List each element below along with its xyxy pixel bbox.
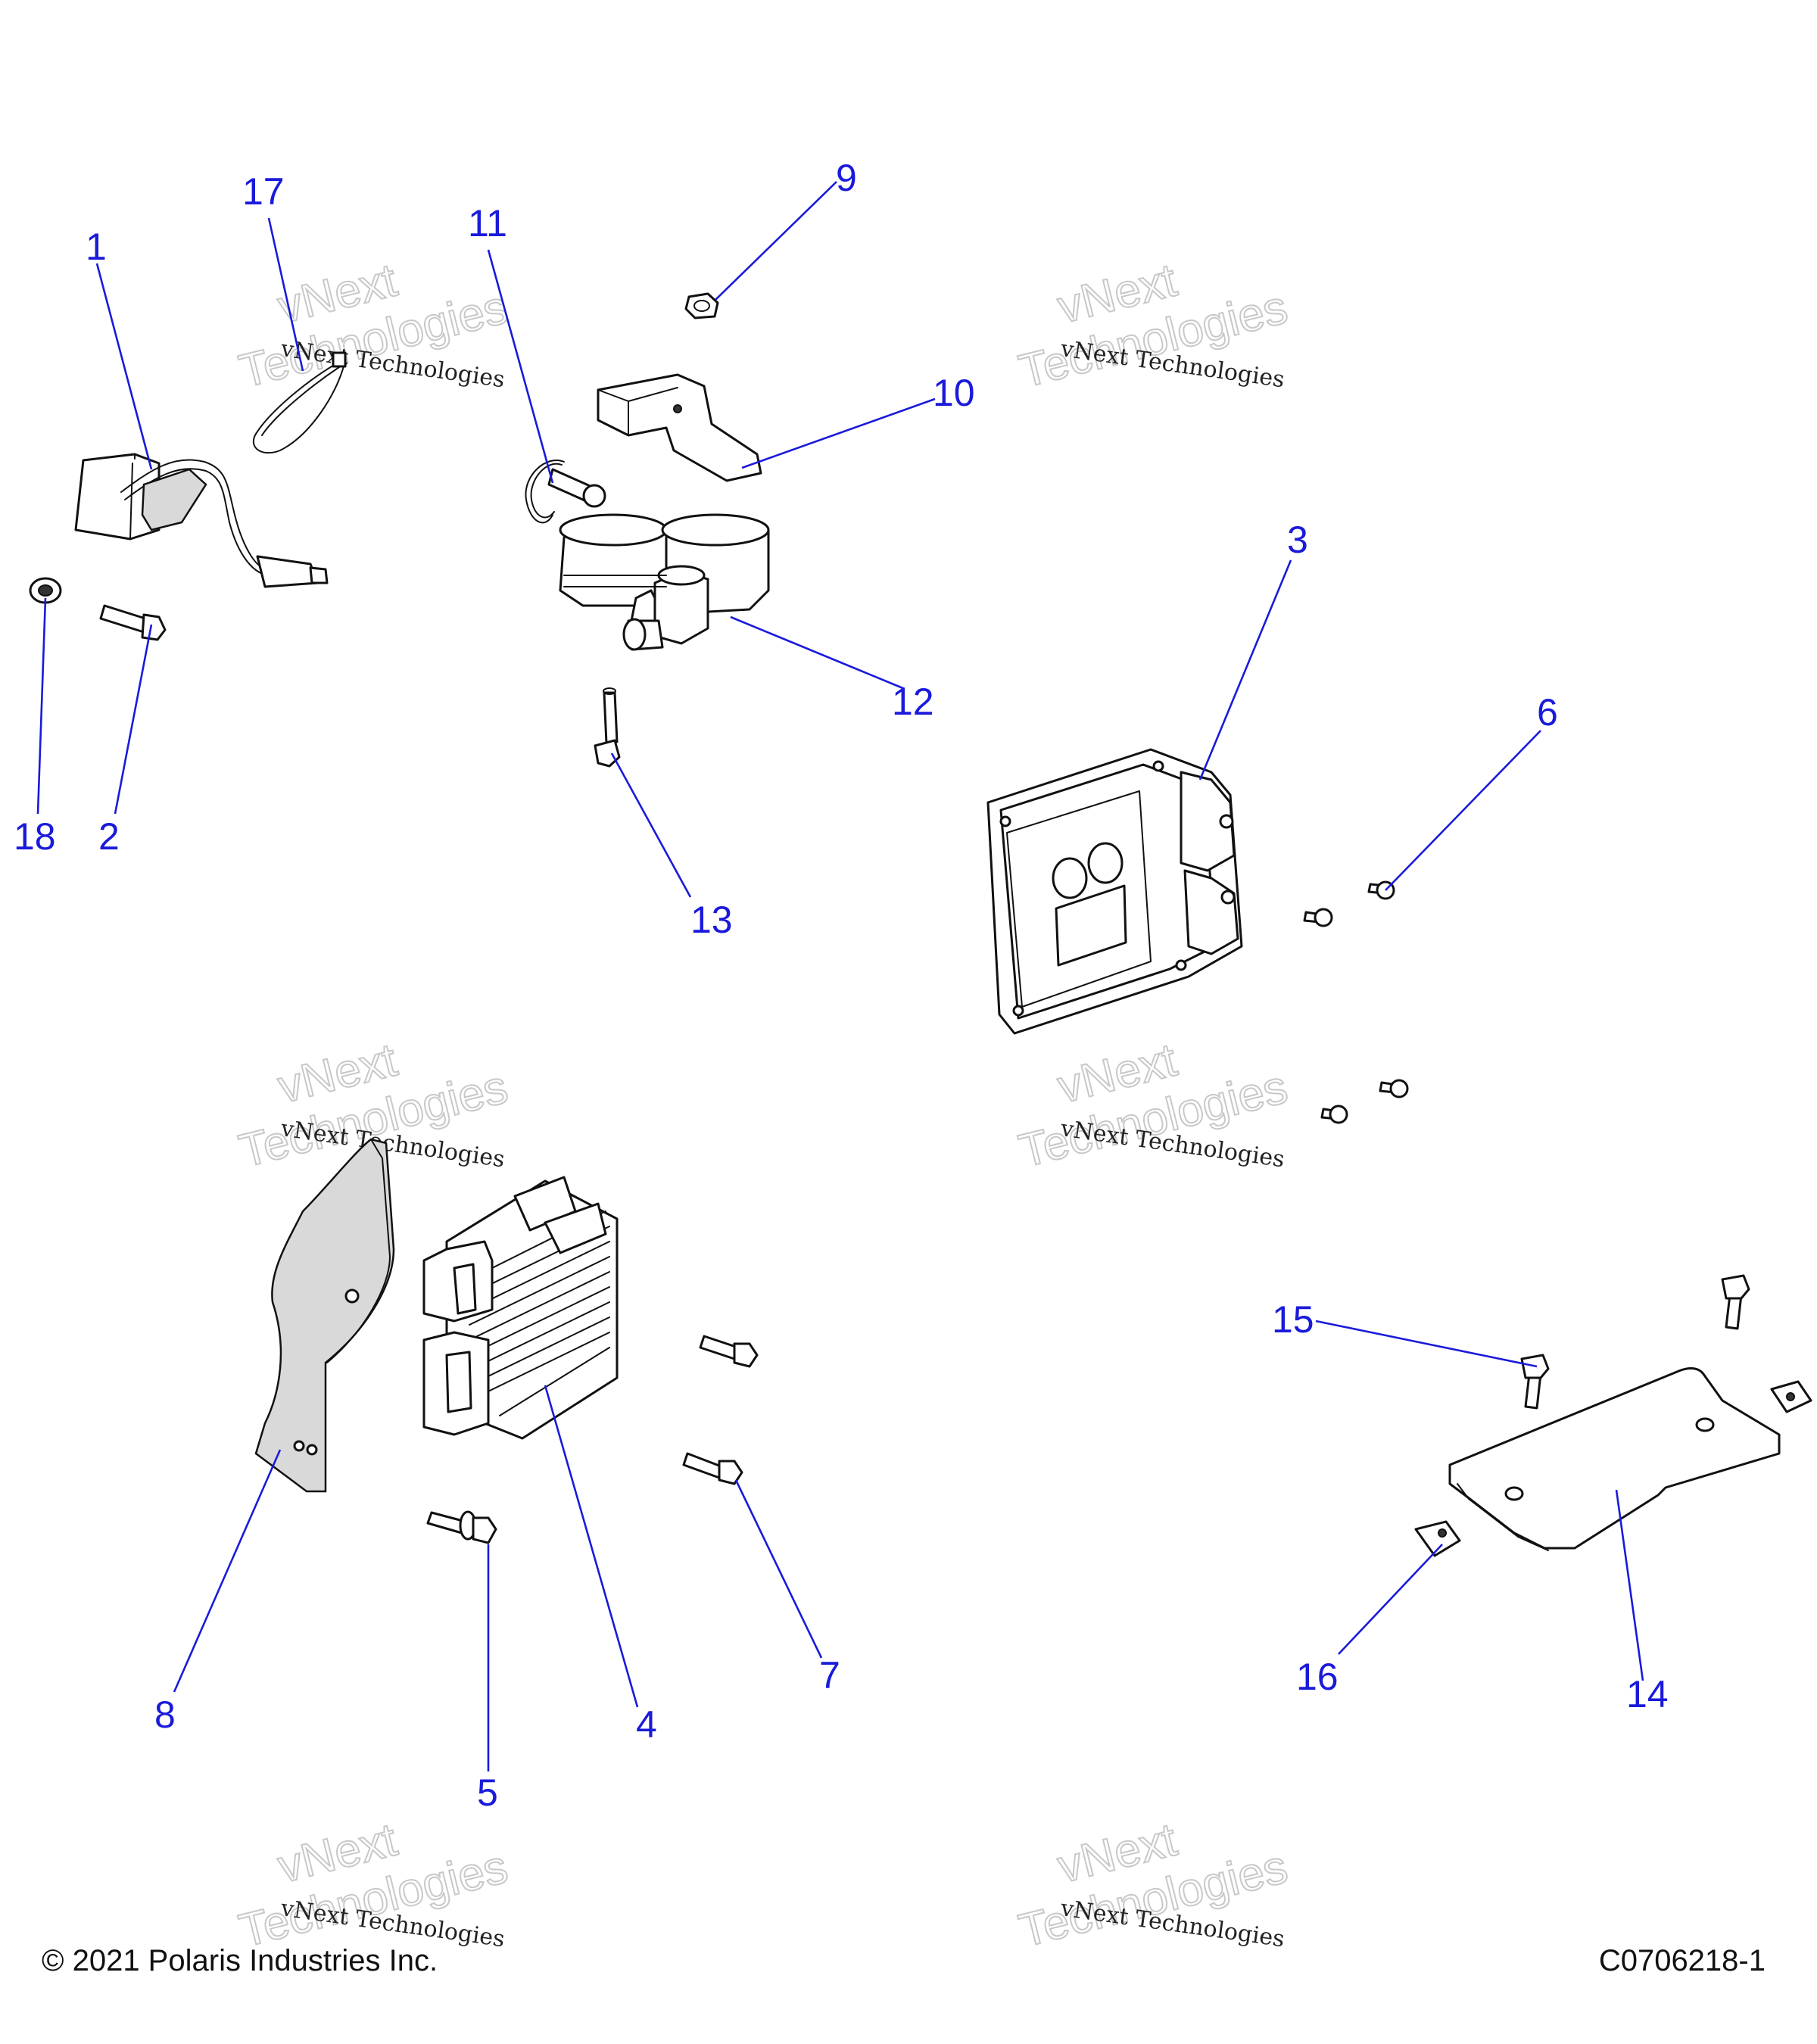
callout-3: 3 (1287, 519, 1308, 561)
callout-2: 2 (98, 815, 120, 858)
leader-10 (741, 397, 936, 469)
callout-10: 10 (933, 372, 975, 414)
part-bolt-15a (1520, 1354, 1550, 1410)
part-voltage-regulator (422, 1176, 619, 1440)
part-cable-tie (252, 351, 347, 454)
part-clip-16b (1770, 1380, 1812, 1413)
part-cover-plate (1448, 1367, 1781, 1551)
part-nut-9 (684, 292, 719, 319)
leader-lines (36, 181, 1644, 1771)
part-bolt-13 (594, 687, 621, 768)
part-bolt-7a (699, 1335, 759, 1368)
callout-5: 5 (477, 1771, 498, 1814)
callout-13: 13 (690, 899, 733, 941)
part-bolt-5 (426, 1510, 497, 1544)
leader-11 (487, 249, 554, 484)
callout-18: 18 (14, 815, 56, 858)
leader-9 (715, 181, 837, 301)
callout-1: 1 (86, 226, 107, 268)
part-bolt-2 (99, 604, 167, 641)
part-bolt-15b (1721, 1274, 1750, 1330)
part-mounting-bracket (254, 1138, 395, 1493)
part-ecu (986, 748, 1243, 1035)
part-clip-16a (1414, 1520, 1461, 1557)
part-screw-6d (1320, 1105, 1348, 1124)
callout-16: 16 (1296, 1656, 1339, 1698)
leader-8 (173, 1449, 282, 1693)
part-ignition-coil (559, 513, 770, 651)
leader-17 (267, 217, 304, 372)
leader-3 (1198, 559, 1292, 781)
copyright-text: © 2021 Polaris Industries Inc. (42, 1944, 438, 1977)
callout-11: 11 (468, 202, 507, 245)
diagram-code: C0706218-1 (1598, 1944, 1766, 1977)
part-relay-harness (74, 453, 329, 588)
part-bracket-10 (597, 373, 762, 482)
leader-12 (730, 615, 905, 690)
leader-15 (1315, 1320, 1538, 1368)
leader-2 (114, 624, 153, 815)
leader-13 (610, 752, 692, 898)
callout-12: 12 (892, 681, 934, 723)
part-bolt-7b (682, 1452, 743, 1485)
leader-1 (95, 263, 153, 470)
leader-7 (734, 1479, 823, 1659)
leader-18 (36, 597, 47, 815)
callout-numbers: 1 2 3 4 5 6 7 8 9 10 11 12 13 14 15 16 1… (14, 157, 1669, 1814)
leader-16 (1338, 1544, 1443, 1655)
leader-6 (1385, 730, 1541, 891)
callout-8: 8 (154, 1693, 176, 1736)
part-screw-6a (1367, 880, 1395, 900)
callout-17: 17 (242, 170, 285, 213)
leader-14 (1615, 1489, 1644, 1681)
callout-7: 7 (819, 1654, 840, 1697)
callout-4: 4 (636, 1703, 657, 1746)
callout-14: 14 (1626, 1673, 1669, 1715)
part-ground-wire (525, 460, 606, 524)
callout-6: 6 (1537, 691, 1558, 734)
leader-4 (544, 1385, 639, 1708)
part-screw-6c (1379, 1079, 1409, 1098)
part-screw-6b (1303, 908, 1333, 927)
callout-15: 15 (1272, 1298, 1314, 1341)
callout-9: 9 (836, 157, 857, 199)
